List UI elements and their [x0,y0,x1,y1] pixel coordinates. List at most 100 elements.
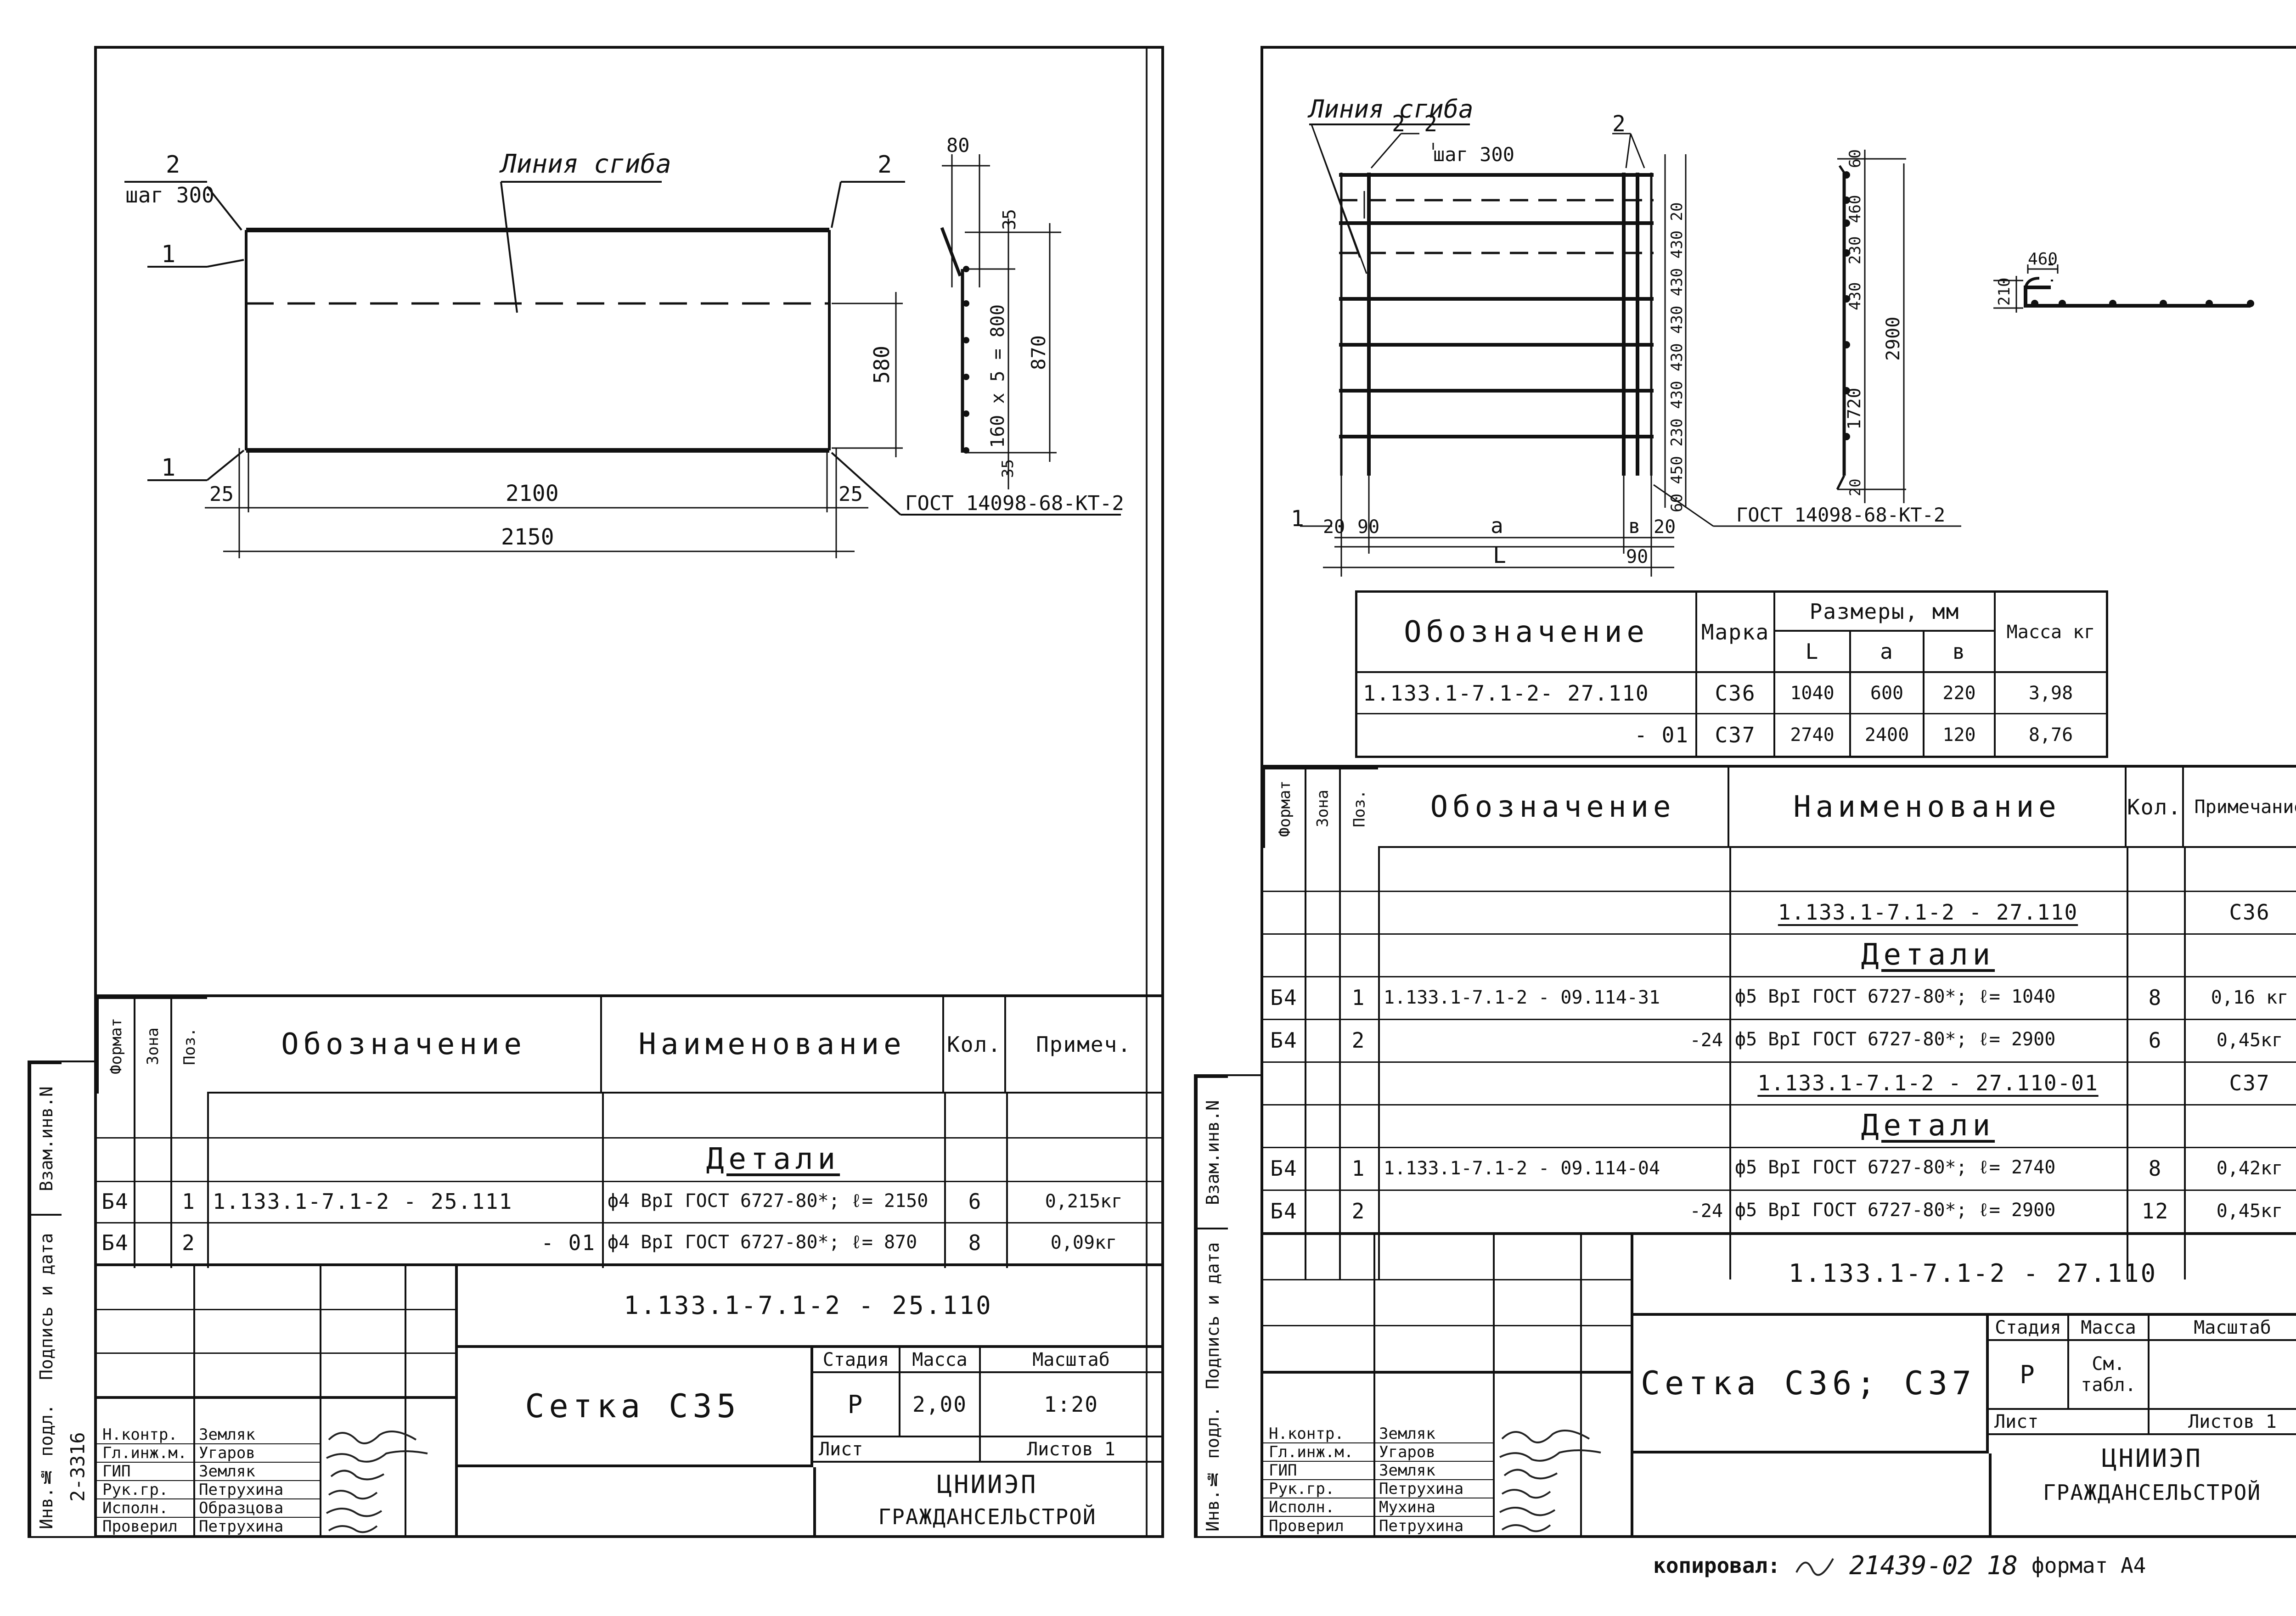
person-name: Петрухина [193,1481,320,1499]
spec-row: Б4 2 -24 ф5 ВрI ГОСТ 6727-80*; ℓ= 2900 1… [1263,1190,2296,1235]
spec-row-qty: 8 [968,1230,982,1255]
scale-label: Масштаб [981,1348,1161,1373]
spec-row-designation: -24 [1689,1029,1723,1051]
marks-row-L: 2740 [1775,714,1851,756]
drawing-code: 1.133.1-7.1-2 - 27.110 [1631,1233,2296,1316]
mass-label: Масса [2069,1316,2150,1341]
dim-L: L [1493,543,1506,568]
dim-870: 870 [1027,335,1050,370]
dim-25-left: 25 [209,483,234,506]
marks-col-a: а [1851,632,1925,673]
spec-col-note: Примеч. [1006,997,1161,1094]
spec-row: Б4 1 1.133.1-7.1-2 - 25.111 ф4 ВрI ГОСТ … [97,1181,1161,1223]
left-specification-table: Формат Зона Поз. Обозначение Наименовани… [97,994,1161,1268]
pos1-label: 1 [1291,506,1304,532]
mass-value: См. табл. [2069,1341,2150,1410]
spec-row-note: 0,09кг [1050,1232,1117,1253]
spec-col-pos: Поз. [170,997,207,1094]
spec-row-designation: -24 [1689,1200,1723,1222]
marks-row-designation: 1.133.1-7.1-2- 27.110 [1357,673,1697,714]
page-number: 18 [1986,1550,2018,1581]
person-role: Исполн. [1263,1498,1373,1517]
person-role: ГИП [97,1463,193,1481]
spec-col-designation: Обозначение [1378,768,1729,848]
org-name: ЦНИИЭП [2101,1443,2203,1473]
spec-row-qty: 8 [2148,985,2162,1010]
group1-code: 1.133.1-7.1-2 - 27.110 [1778,899,2078,925]
signatures-scribble [1499,1430,1601,1532]
spec-row-note: 0,45кг [2216,1200,2283,1222]
spec-col-qty: Кол. [2127,768,2184,848]
dim-160x5: 160 х 5 = 800 [987,304,1008,448]
stage-value: Р [813,1373,900,1437]
person-role: Гл.инж.м. [97,1444,193,1463]
person-name: Петрухина [1373,1480,1493,1498]
marks-col-L: L [1775,632,1851,673]
dim-20-right: 20 [1654,516,1676,538]
marks-row-a: 600 [1851,673,1925,714]
vdim-20: 20 [1846,478,1864,496]
spec-row: Б4 1 1.133.1-7.1-2 - 09.114-04 ф5 ВрI ГО… [1263,1147,2296,1191]
drawing-name: Сетка С36; С37 [1631,1316,1989,1453]
spec-row-format: Б4 [1270,1156,1298,1181]
marks-row-mass: 8,76 [2028,724,2073,746]
group1-note: С36 [2229,899,2270,925]
left-side-strip: Взам.инв.N Подпись и дата Инв.№ подл. 2-… [28,1060,94,1538]
spec-row-pos: 2 [1351,1027,1366,1053]
person-role: Исполн. [97,1499,193,1518]
dim-90-right: 90 [1626,546,1648,567]
gost-label: ГОСТ 14098-68-КТ-2 [1736,504,1945,526]
person-role: Проверил [1269,1517,1344,1535]
spec-row: Б4 2 - 01 ф4 ВрI ГОСТ 6727-80*; ℓ= 870 8… [97,1222,1161,1266]
pitch-label: шаг 300 [1433,143,1514,166]
spec-row-qty: 8 [2148,1156,2162,1181]
sheet-separator [1146,46,1148,1538]
spec-section-details: Детали [706,1142,840,1176]
pos2-label: 2 [1612,111,1626,137]
scale-value: 1:20 [981,1373,1161,1437]
spec-row-format: Б4 [101,1230,129,1255]
side-inv-sub: Инв.№ подл. [1196,1402,1228,1536]
spec-row-designation: 1.133.1-7.1-2 - 09.114-31 [1384,987,1660,1008]
side-inv-sub: Инв.№ подл. [29,1397,62,1536]
spec-row-name: ф5 ВрI ГОСТ 6727-80*; ℓ= 2900 [1735,1200,2056,1221]
right-people-list: Н.контр. Земляк Гл.инж.м. Угаров ГИП Зем… [1263,1425,1631,1535]
group2-section-details: Детали [1861,1108,1995,1143]
spec-row-pos: 2 [1351,1198,1366,1223]
scale-label: Масштаб [2150,1316,2296,1341]
person-role: Гл.инж.м. [1263,1443,1373,1462]
right-specification-table: Формат Зона Поз. Обозначение Наименовани… [1263,765,2296,1279]
spec-row-format: Б4 [1270,1198,1298,1223]
spec-row-note: 0,45кг [2216,1029,2283,1051]
person-name: Земляк [193,1426,320,1444]
spec-row-pos: 1 [1351,1156,1366,1181]
marks-row-mark: С36 [1697,673,1775,714]
person-name: Земляк [1373,1425,1493,1443]
marks-row-b: 120 [1925,714,1996,756]
marks-row-mark: С37 [1697,714,1775,756]
person-role: Проверил [102,1518,178,1535]
signatures-scribble [326,1431,428,1533]
spec-row-note: 0,42кг [2216,1157,2283,1179]
spec-row-format: Б4 [1270,985,1298,1010]
sheets-label: Листов 1 [2150,1410,2296,1435]
vdim-1720: 1720 [1844,387,1864,430]
right-drawing-sheet: Линия сгиба 2 2 шаг 300 2 1 20 90 а в 20… [1261,46,2296,1538]
right-title-block: Н.контр. Земляк Гл.инж.м. Угаров ГИП Зем… [1263,1233,2296,1535]
spec-row-designation: 1.133.1-7.1-2 - 25.111 [213,1189,513,1214]
spec-row-format: Б4 [101,1189,129,1214]
person-role: Рук.гр. [97,1481,193,1499]
side-inv-number: 2-3316 [66,1432,89,1502]
left-drawing-sheet: 2 шаг 300 Линия сгиба 2 1 1 25 2100 25 2… [94,46,1164,1538]
side-instead-inv: Взам.инв.N [1196,1076,1228,1228]
sheets-label: Листов 1 [981,1437,1161,1463]
group1-section-details: Детали [1861,937,1995,972]
pos1-top-label: 1 [161,241,175,268]
org-name-2: ГРАЖДАНСЕЛЬСТРОЙ [2043,1480,2262,1505]
left-title-block: Н.контр. Земляк Гл.инж.м. Угаров ГИП Зем… [97,1265,1161,1535]
vdim-230: 230 [1846,236,1864,264]
vdim-430: 430 [1846,282,1864,310]
dim-35-top: 35 [999,209,1019,230]
marks-col-sizes: Размеры, мм [1775,593,1996,632]
stage-value: Р [1989,1341,2069,1410]
